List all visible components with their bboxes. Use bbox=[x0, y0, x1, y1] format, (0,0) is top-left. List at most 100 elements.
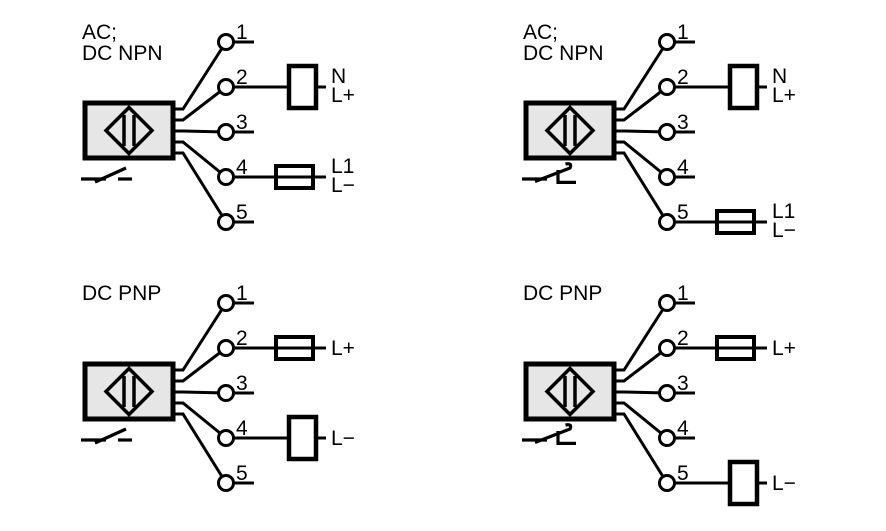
diagram-title: DC PNP bbox=[523, 282, 602, 305]
terminal-circle bbox=[217, 123, 235, 141]
terminal-circle bbox=[217, 33, 235, 51]
sensor-wire bbox=[173, 85, 227, 122]
terminal-number: 1 bbox=[236, 282, 248, 305]
normally-open-contact-icon bbox=[81, 166, 132, 184]
contact-lever bbox=[534, 423, 573, 444]
terminal-number: 4 bbox=[677, 156, 689, 179]
terminal-circle bbox=[658, 429, 676, 447]
terminal-circle bbox=[658, 78, 676, 96]
terminal-circle bbox=[658, 33, 676, 51]
sensor-diamond bbox=[103, 366, 155, 417]
sensor-wire bbox=[614, 140, 668, 179]
terminal-number: 2 bbox=[236, 66, 248, 89]
sensor-wire bbox=[614, 85, 668, 122]
diagram-title: DC NPN bbox=[82, 42, 163, 65]
wiring-diagram: DC PNP 1 2 L+ 3 4 L− 5 bbox=[81, 282, 355, 492]
terminal-circle bbox=[217, 474, 235, 492]
sensor-wire bbox=[173, 140, 227, 179]
sensor-wire bbox=[614, 302, 669, 372]
sensor-wire bbox=[173, 129, 227, 134]
terminal-number: 4 bbox=[236, 417, 248, 440]
terminal-label: L+ bbox=[772, 337, 796, 360]
proximity-sensor-icon bbox=[103, 105, 155, 156]
terminal-label: L− bbox=[772, 219, 796, 242]
sensor-wire bbox=[614, 151, 669, 223]
sensor-wire bbox=[173, 151, 228, 223]
terminal-label: N bbox=[331, 65, 346, 88]
diagram-title: AC; bbox=[523, 21, 558, 44]
terminal-number: 3 bbox=[677, 111, 689, 134]
terminal-label: N bbox=[772, 65, 787, 88]
terminal-circle bbox=[217, 429, 235, 447]
terminal-label: L1 bbox=[772, 200, 795, 223]
load-symbol bbox=[727, 459, 760, 507]
diagram-title: DC PNP bbox=[82, 282, 161, 305]
terminal-label: L+ bbox=[772, 84, 796, 107]
normally-open-contact-icon bbox=[81, 427, 132, 445]
sensor-wire bbox=[614, 412, 669, 484]
sensor-box bbox=[82, 100, 176, 161]
terminal-circle bbox=[658, 123, 676, 141]
wiring-diagram: AC;DC NPN 1 2 NL+ 3 4 5 L1L− bbox=[522, 21, 796, 242]
terminal-circle bbox=[658, 213, 676, 231]
terminal-number: 3 bbox=[236, 111, 248, 134]
terminal-number: 3 bbox=[677, 372, 689, 395]
proximity-sensor-icon bbox=[544, 105, 596, 156]
terminal-circle bbox=[217, 384, 235, 402]
sensor-diamond bbox=[544, 105, 596, 156]
normally-closed-contact-icon bbox=[522, 162, 576, 184]
terminal-circle bbox=[217, 78, 235, 96]
sensor-wire bbox=[614, 129, 668, 134]
terminal-circle bbox=[217, 168, 235, 186]
terminal-number: 2 bbox=[677, 327, 689, 350]
terminal-circle bbox=[217, 339, 235, 357]
terminal-number: 4 bbox=[677, 417, 689, 440]
terminal-number: 3 bbox=[236, 372, 248, 395]
contact-lever bbox=[94, 166, 127, 184]
contact-lever bbox=[534, 162, 573, 183]
terminal-number: 5 bbox=[677, 462, 689, 485]
terminal-number: 1 bbox=[677, 21, 689, 44]
terminal-circle bbox=[217, 294, 235, 312]
terminal-number: 5 bbox=[236, 462, 248, 485]
sensor-diamond bbox=[103, 105, 155, 156]
sensor-wire bbox=[173, 302, 228, 372]
normally-closed-contact-icon bbox=[522, 423, 576, 445]
terminal-circle bbox=[658, 384, 676, 402]
terminal-number: 5 bbox=[677, 201, 689, 224]
sensor-wire bbox=[614, 41, 669, 111]
terminal-number: 5 bbox=[236, 201, 248, 224]
load-symbol bbox=[286, 63, 319, 111]
terminal-number: 1 bbox=[677, 282, 689, 305]
sensor-box bbox=[523, 100, 617, 161]
sensor-wire bbox=[173, 390, 227, 395]
terminal-circle bbox=[658, 474, 676, 492]
terminal-label: L+ bbox=[331, 337, 355, 360]
terminal-label: L1 bbox=[331, 155, 354, 178]
terminal-circle bbox=[658, 294, 676, 312]
contact-lever bbox=[94, 427, 127, 445]
terminal-label: L− bbox=[331, 174, 355, 197]
sensor-wire bbox=[173, 412, 228, 484]
sensor-wire bbox=[614, 401, 668, 440]
sensor-box bbox=[523, 361, 617, 422]
terminal-number: 2 bbox=[677, 66, 689, 89]
sensor-wire bbox=[614, 390, 668, 395]
terminal-label: L+ bbox=[331, 84, 355, 107]
sensor-wire bbox=[173, 346, 227, 383]
diagram-title: AC; bbox=[82, 21, 117, 44]
terminal-number: 4 bbox=[236, 156, 248, 179]
terminal-label: L− bbox=[331, 427, 355, 450]
sensor-wire bbox=[173, 401, 227, 440]
diagram-title: DC NPN bbox=[523, 42, 604, 65]
sensor-wire bbox=[614, 346, 668, 383]
terminal-number: 2 bbox=[236, 327, 248, 350]
sensor-diamond bbox=[544, 366, 596, 417]
proximity-sensor-icon bbox=[103, 366, 155, 417]
terminal-circle bbox=[658, 339, 676, 357]
sensor-wire bbox=[173, 41, 228, 111]
